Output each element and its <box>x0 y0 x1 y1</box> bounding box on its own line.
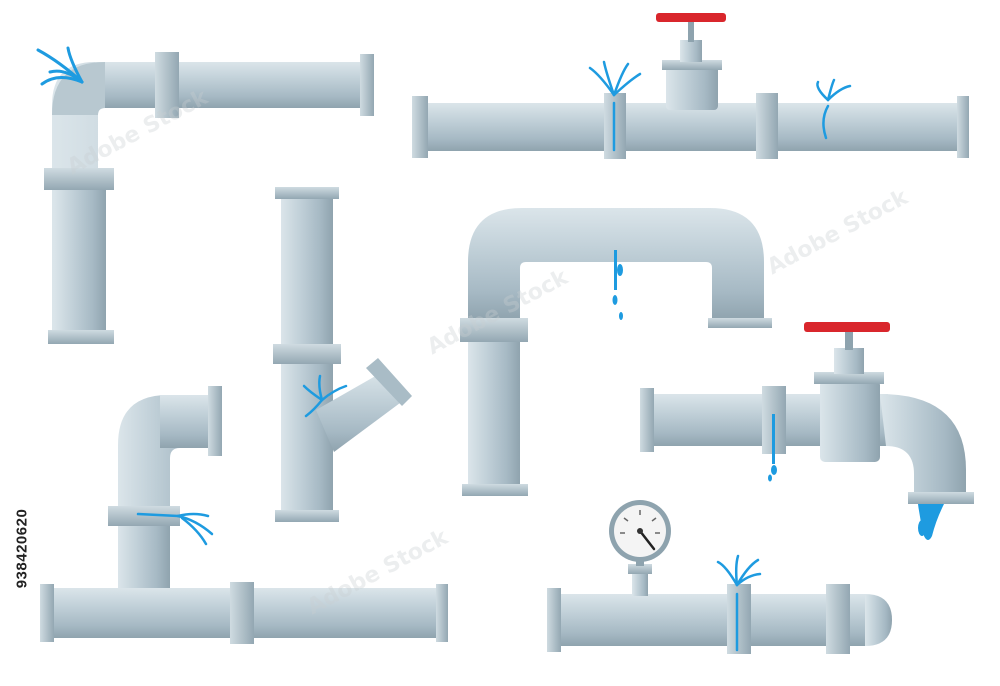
water-spray-icon <box>36 46 84 86</box>
pipe-u-bend-drip-icon <box>460 208 772 496</box>
stock-id-label: 938420620 <box>13 508 31 589</box>
pipe-tee-leak-icon <box>40 386 448 644</box>
pipe-valve-leak-icon <box>412 13 969 159</box>
pipe-pressure-gauge-leak-icon <box>547 500 892 654</box>
pipe-elbow-leak-icon <box>36 46 374 344</box>
faucet-valve-drip-icon <box>640 322 974 540</box>
pipe-y-branch-leak-icon <box>273 187 412 522</box>
